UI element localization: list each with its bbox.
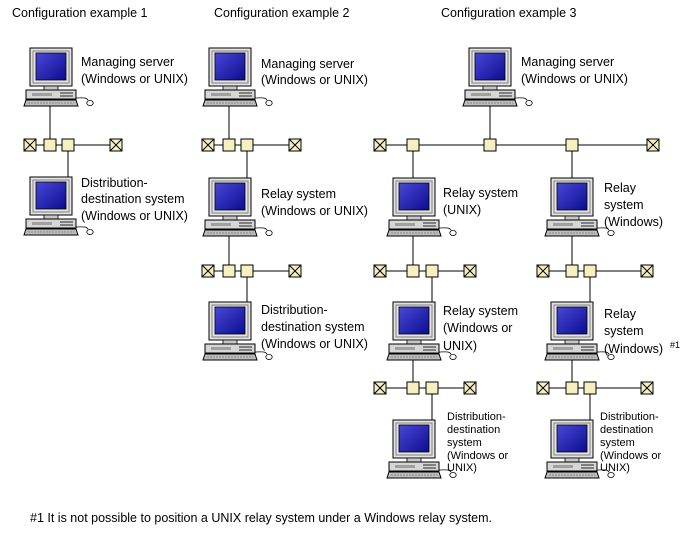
network-node-icon — [565, 264, 579, 278]
config3-left-dest-label-1: Distribution- — [447, 411, 506, 423]
config2-relay-label-2: (Windows or UNIX) — [261, 204, 368, 218]
terminator-icon — [23, 138, 37, 152]
terminator-icon — [288, 138, 302, 152]
config3-right-relay2-label-2: system — [604, 324, 644, 338]
config3-left-dest-label-4: (Windows or — [447, 450, 508, 462]
config3-right-relay1-label-2: system — [604, 198, 644, 212]
distribution-destination-computer-icon — [386, 419, 457, 479]
terminator-icon — [463, 264, 477, 278]
config3-right-dest-label-1: Distribution- — [600, 411, 659, 423]
config3-right-dest-label-2: destination — [600, 424, 653, 436]
network-node-icon — [240, 264, 254, 278]
config3-left-relay1-label-1: Relay system — [443, 186, 518, 200]
config1-server-label-2: (Windows or UNIX) — [81, 72, 188, 86]
config2-dest-label-1: Distribution- — [261, 303, 328, 317]
network-node-icon — [222, 264, 236, 278]
network-node-icon — [61, 138, 75, 152]
config1-server-label-1: Managing server — [81, 55, 174, 69]
config3-right-dest-label-3: system — [600, 437, 635, 449]
config2-dest-label-2: destination system — [261, 320, 365, 334]
config2-server-label-1: Managing server — [261, 57, 354, 71]
network-node-icon — [565, 381, 579, 395]
config3-left-dest-label-2: destination — [447, 424, 500, 436]
terminator-icon — [109, 138, 123, 152]
config1-dest-label-3: (Windows or UNIX) — [81, 209, 188, 223]
terminator-icon — [373, 264, 387, 278]
terminator-icon — [463, 381, 477, 395]
network-node-icon — [240, 138, 254, 152]
terminator-icon — [288, 264, 302, 278]
terminator-icon — [646, 138, 660, 152]
network-node-icon — [406, 138, 420, 152]
config2-title: Configuration example 2 — [214, 6, 350, 20]
network-node-icon — [222, 138, 236, 152]
terminator-icon — [536, 264, 550, 278]
config3-left-dest-label-3: system — [447, 437, 482, 449]
config3-server-label-1: Managing server — [521, 55, 614, 69]
config3-left-relay2-label-1: Relay system — [443, 304, 518, 318]
config3-left-relay1-label-2: (UNIX) — [443, 203, 481, 217]
config3-title: Configuration example 3 — [441, 6, 577, 20]
terminator-icon — [373, 138, 387, 152]
terminator-icon — [373, 381, 387, 395]
config3-left-relay2-label-3: UNIX) — [443, 339, 477, 353]
config3-left-relay2-label-2: (Windows or — [443, 321, 512, 335]
config1-dest-label-1: Distribution- — [81, 176, 148, 190]
terminator-icon — [201, 138, 215, 152]
network-node-icon — [483, 138, 497, 152]
network-node-icon — [425, 381, 439, 395]
network-node-icon — [583, 381, 597, 395]
config3-right-dest-label-4: (Windows or — [600, 450, 661, 462]
footnote: #1 It is not possible to position a UNIX… — [30, 511, 492, 525]
network-node-icon — [565, 138, 579, 152]
configuration-example-2: Configuration example 2 Managing server … — [201, 6, 368, 361]
network-node-icon — [406, 381, 420, 395]
network-node-icon — [43, 138, 57, 152]
terminator-icon — [640, 264, 654, 278]
config3-right-relay1-label-1: Relay — [604, 181, 637, 195]
config2-server-label-2: (Windows or UNIX) — [261, 73, 368, 87]
footnote-marker: #1 — [670, 340, 680, 350]
configuration-example-1: Configuration example 1 Managing server … — [12, 6, 188, 236]
config3-right-relay2-label-3: (Windows) — [604, 342, 663, 356]
config3-left-dest-label-5: UNIX) — [447, 462, 477, 474]
terminator-icon — [640, 381, 654, 395]
config3-right-relay2-label-1: Relay — [604, 307, 637, 321]
network-node-icon — [425, 264, 439, 278]
config1-dest-label-2: destination system — [81, 192, 185, 206]
network-node-icon — [583, 264, 597, 278]
config1-title: Configuration example 1 — [12, 6, 148, 20]
config3-right-dest-label-5: UNIX) — [600, 462, 630, 474]
network-node-icon — [406, 264, 420, 278]
config2-relay-label-1: Relay system — [261, 187, 336, 201]
terminator-icon — [536, 381, 550, 395]
terminator-icon — [201, 264, 215, 278]
config2-dest-label-3: (Windows or UNIX) — [261, 337, 368, 351]
config3-right-relay1-label-3: (Windows) — [604, 215, 663, 229]
config3-server-label-2: (Windows or UNIX) — [521, 72, 628, 86]
configuration-example-3: Configuration example 3 Managing server — [373, 6, 680, 479]
